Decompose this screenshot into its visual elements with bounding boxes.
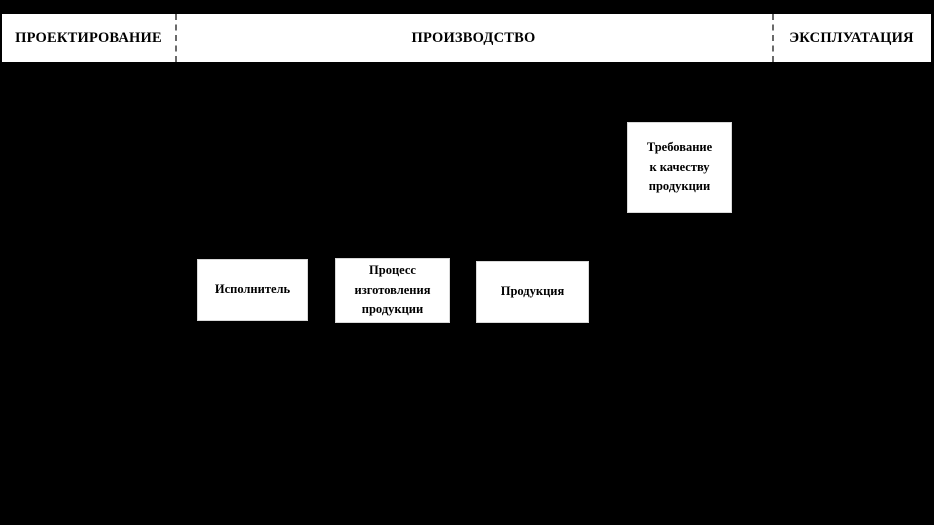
node-requirement[interactable]: Требование к качеству продукции xyxy=(627,122,732,213)
node-requirement-label: Требование к качеству продукции xyxy=(646,140,713,194)
phase-cell-operation[interactable]: ЭКСПЛУАТАЦИЯ xyxy=(772,14,931,62)
node-process-label: Процесс изготовления продукции xyxy=(354,263,431,317)
phase-label-operation: ЭКСПЛУАТАЦИЯ xyxy=(789,29,914,46)
phase-band: ПРОЕКТИРОВАНИЕ ПРОИЗВОДСТВО ЭКСПЛУАТАЦИЯ xyxy=(2,14,931,62)
phase-cell-production[interactable]: ПРОИЗВОДСТВО xyxy=(175,14,772,62)
phase-label-production: ПРОИЗВОДСТВО xyxy=(411,29,536,46)
node-product[interactable]: Продукция xyxy=(476,261,589,323)
node-performer[interactable]: Исполнитель xyxy=(197,259,308,321)
node-process[interactable]: Процесс изготовления продукции xyxy=(335,258,450,323)
node-product-label: Продукция xyxy=(500,284,565,299)
node-performer-label: Исполнитель xyxy=(214,282,291,297)
phase-label-design: ПРОЕКТИРОВАНИЕ xyxy=(15,29,162,46)
phase-cell-design[interactable]: ПРОЕКТИРОВАНИЕ xyxy=(2,14,175,62)
